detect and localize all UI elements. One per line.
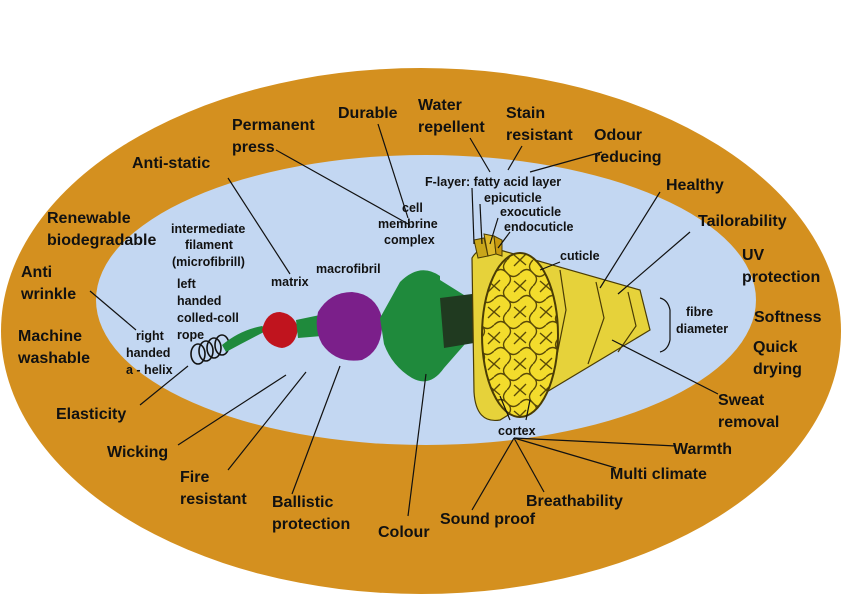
label-elasticity: Elasticity [56, 406, 126, 423]
label-durable: Durable [338, 105, 398, 122]
label-macrofibril: macrofibril [316, 262, 381, 276]
label-wicking: Wicking [107, 444, 168, 461]
label-anti-static: Anti-static [132, 155, 210, 172]
label-colour: Colour [378, 524, 430, 541]
connector-green [296, 315, 322, 338]
matrix-shape [262, 312, 298, 348]
label-cortex: cortex [498, 424, 536, 438]
label-cuticle: cuticle [560, 249, 600, 263]
label-anti-wrinkle: Anti wrinkle [20, 264, 76, 303]
label-water-repellent: Water repellent [418, 97, 485, 136]
macrofibril-shape [316, 292, 383, 361]
label-odour-reducing: Odour reducing [594, 127, 662, 166]
label-ballistic-protection: Ballistic protection [272, 494, 350, 533]
label-healthy: Healthy [666, 177, 724, 194]
label-matrix: matrix [271, 275, 309, 289]
alpha-helix-coil [190, 334, 230, 365]
label-intermediate-filament: intermediate filament (microfibrill) [171, 222, 249, 269]
label-machine-washable: Machine washable [17, 328, 90, 367]
label-tailorability: Tailorability [698, 213, 787, 230]
label-softness: Softness [754, 309, 822, 326]
label-f-layer: F-layer: fatty acid layer [425, 175, 561, 189]
label-fire-resistant: Fire resistant [180, 469, 247, 508]
label-stain-resistant: Stain resistant [506, 105, 573, 144]
label-left-coiled-coil: left handed colled-coll rope [177, 277, 242, 342]
label-sound-proof: Sound proof [440, 511, 536, 528]
label-warmth: Warmth [673, 441, 732, 458]
label-cell-membrane-complex: cell membrine complex [378, 201, 441, 247]
label-multi-climate: Multi climate [610, 466, 707, 483]
label-renewable-biodegradable: Renewable biodegradable [47, 210, 156, 249]
leader-lines [89, 123, 719, 517]
label-right-helix: right handed a - helix [126, 329, 174, 377]
property-labels: Anti wrinkle Renewable biodegradable Ant… [17, 97, 822, 541]
label-fibre-diameter: fibre diameter [676, 305, 728, 336]
label-sweat-removal: Sweat removal [718, 392, 779, 431]
label-breathability: Breathability [526, 493, 623, 510]
label-quick-drying: Quick drying [753, 339, 802, 378]
label-permanent-press: Permanent press [232, 117, 319, 156]
label-epicuticle: epicuticle [484, 191, 542, 205]
fibre-diameter-bracket [659, 297, 671, 353]
label-exocuticle: exocuticle [500, 205, 561, 219]
label-uv-protection: UV protection [742, 247, 820, 286]
fibre-illustration [190, 233, 671, 422]
cortex-cross-section [481, 252, 559, 418]
label-endocuticle: endocuticle [504, 220, 574, 234]
coiled-coil-rope [222, 326, 268, 352]
structure-labels: intermediate filament (microfibrill) lef… [126, 175, 728, 438]
